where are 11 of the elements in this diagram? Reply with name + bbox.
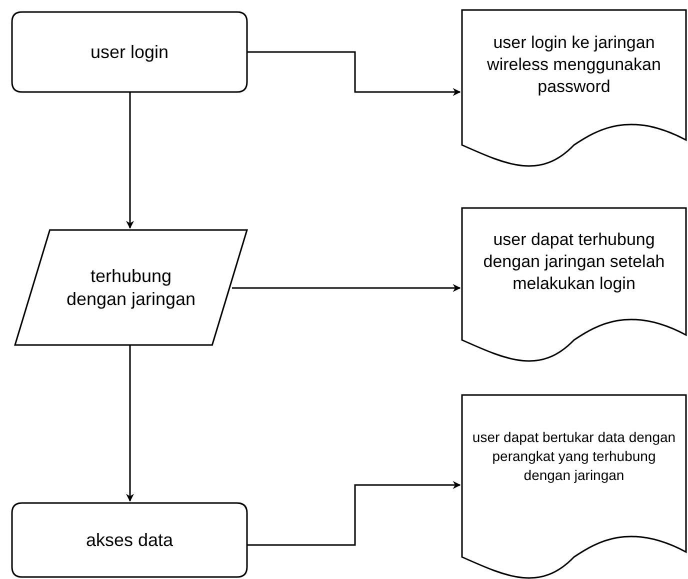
node-label: user login ke jaringan wireless menggunakan password	[486, 32, 662, 98]
node-label: user login	[89, 40, 170, 64]
node-label: akses data	[84, 528, 174, 552]
arrow	[247, 51, 461, 96]
arrow	[126, 345, 134, 502]
arrow	[232, 284, 461, 292]
arrow	[247, 481, 461, 546]
node-label: terhubung dengan jaringan	[65, 264, 197, 310]
arrow	[126, 92, 134, 229]
node-label: user dapat bertukar data dengan perangkat yang terhubung dengan jaringan	[471, 428, 677, 484]
node-label: user dapat terhubung dengan jaringan setelah melakukan login	[482, 228, 666, 294]
